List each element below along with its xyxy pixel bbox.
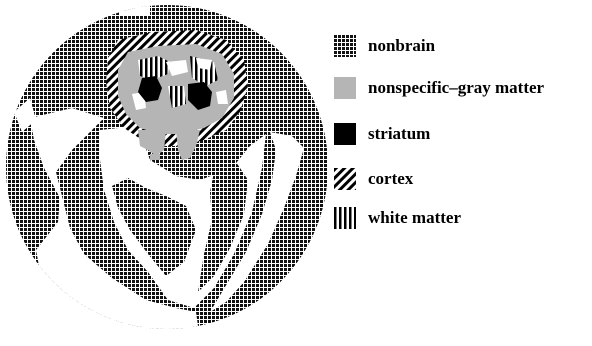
gray-stem-left-dot: [150, 154, 160, 160]
legend-label-nonbrain: nonbrain: [368, 36, 435, 56]
legend-item-white-matter: white matter: [334, 206, 461, 230]
legend-label-white-matter: white matter: [368, 208, 461, 228]
nonbrain-swatch-icon: [334, 35, 356, 57]
striatum-swatch-icon: [334, 123, 356, 145]
brain-white-spot-4: [216, 90, 228, 104]
legend-label-striatum: striatum: [368, 124, 430, 144]
white-matter-swatch-icon: [334, 207, 356, 229]
legend-label-cortex: cortex: [368, 169, 413, 189]
head-region: [6, 2, 328, 346]
top-notch: [120, 2, 150, 16]
cortex-swatch-icon: [334, 168, 356, 190]
legend-item-nonbrain: nonbrain: [334, 34, 435, 58]
legend-item-striatum: striatum: [334, 122, 430, 146]
legend-label-gray-matter: nonspecific–gray matter: [368, 78, 544, 98]
legend-item-gray-matter: nonspecific–gray matter: [334, 76, 544, 100]
legend-item-cortex: cortex: [334, 167, 413, 191]
gray-matter-swatch-icon: [334, 77, 356, 99]
